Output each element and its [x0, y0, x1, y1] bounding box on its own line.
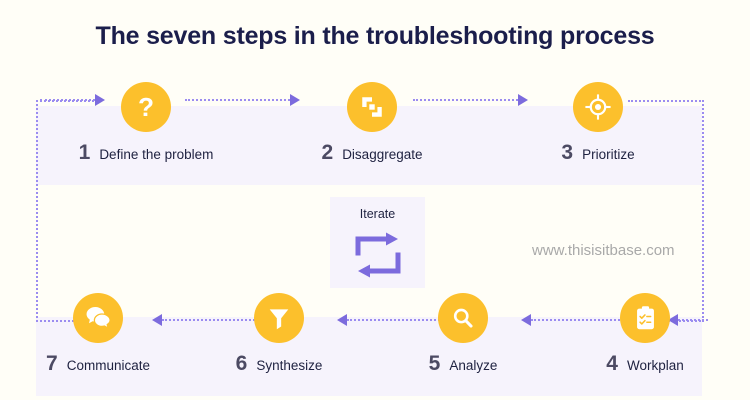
step-5-icon-circle	[438, 293, 488, 343]
step-node-4[interactable]: 4 Workplan	[585, 293, 705, 374]
step-node-1[interactable]: ? 1 Define the problem	[79, 82, 214, 163]
step-3-number: 3	[561, 141, 574, 164]
step-4-label-row: 4 Workplan	[585, 353, 705, 374]
step-6-number: 6	[235, 352, 248, 375]
step-7-number: 7	[46, 352, 58, 375]
arrowhead-right-icon	[518, 94, 528, 106]
overlapping-squares-icon	[362, 97, 382, 117]
connector-step-5-to-6	[337, 314, 447, 326]
loop-arrows-icon	[355, 232, 400, 278]
connector-step-1-to-2	[185, 94, 300, 106]
question-mark-icon: ?	[138, 92, 154, 122]
flow-path-top-right-segment	[628, 100, 704, 102]
connector-dash	[162, 319, 262, 321]
connector-entry-to-step-4	[668, 314, 708, 326]
connector-dash	[678, 319, 708, 321]
connector-dash	[347, 319, 447, 321]
watermark-text: www.thisisitbase.com	[532, 242, 675, 259]
connector-dash	[40, 99, 95, 101]
magnifier-icon	[453, 308, 473, 328]
step-1-number: 1	[78, 141, 91, 164]
step-7-label: Communicate	[66, 358, 150, 373]
step-3-label-row: 3 Prioritize	[538, 142, 658, 163]
step-5-label: Analyze	[449, 358, 498, 373]
iterate-icon-wrapper	[350, 231, 406, 286]
arrowhead-left-icon	[337, 314, 347, 326]
clipboard-checklist-icon	[636, 305, 654, 329]
step-1-icon-circle: ?	[121, 82, 171, 132]
step-2-label-row: 2 Disaggregate	[312, 142, 432, 163]
svg-text:?: ?	[138, 92, 154, 122]
step-2-icon-circle	[347, 82, 397, 132]
step-node-7[interactable]: 7 Communicate	[38, 293, 158, 374]
target-crosshair-icon	[585, 94, 611, 120]
iterate-box[interactable]: Iterate	[330, 197, 425, 288]
step-7-label-row: 7 Communicate	[38, 353, 158, 374]
flow-path-right-segment	[702, 100, 704, 322]
speech-bubbles-icon	[86, 307, 111, 330]
flow-path-top-left-segment	[36, 100, 98, 102]
step-1-label: Define the problem	[99, 147, 214, 162]
connector-entry-to-step-1	[40, 94, 105, 106]
step-6-label: Synthesize	[256, 358, 323, 373]
step-2-label: Disaggregate	[342, 147, 423, 162]
flow-path-left-segment	[36, 100, 38, 322]
step-3-icon-circle	[573, 82, 623, 132]
step-node-2[interactable]: 2 Disaggregate	[312, 82, 432, 163]
step-node-3[interactable]: 3 Prioritize	[538, 82, 658, 163]
page-title: The seven steps in the troubleshooting p…	[95, 22, 655, 50]
step-5-label-row: 5 Analyze	[403, 353, 523, 374]
connector-step-6-to-7	[152, 314, 262, 326]
step-node-5[interactable]: 5 Analyze	[403, 293, 523, 374]
connector-step-2-to-3	[413, 94, 528, 106]
bottom-row-band	[36, 317, 702, 396]
arrowhead-left-icon	[521, 314, 531, 326]
flow-path-bottom-right-segment	[668, 320, 704, 322]
step-1-label-row: 1 Define the problem	[79, 142, 214, 163]
iterate-label: Iterate	[359, 207, 396, 221]
arrowhead-left-icon	[152, 314, 162, 326]
arrowhead-right-icon	[290, 94, 300, 106]
step-2-number: 2	[321, 141, 334, 164]
step-7-icon-circle	[73, 293, 123, 343]
connector-dash	[531, 319, 631, 321]
step-4-icon-circle	[620, 293, 670, 343]
step-4-label: Workplan	[626, 358, 684, 373]
arrowhead-left-icon	[668, 314, 678, 326]
connector-step-4-to-5	[521, 314, 631, 326]
step-5-number: 5	[428, 352, 441, 375]
step-6-icon-circle	[254, 293, 304, 343]
step-4-number: 4	[606, 352, 618, 375]
flow-path-bottom-left-segment	[36, 320, 74, 322]
arrowhead-right-icon	[95, 94, 105, 106]
funnel-icon	[269, 309, 289, 330]
step-node-6[interactable]: 6 Synthesize	[219, 293, 339, 374]
step-3-label: Prioritize	[582, 147, 635, 162]
step-6-label-row: 6 Synthesize	[219, 353, 339, 374]
connector-dash	[185, 99, 290, 101]
connector-dash	[413, 99, 518, 101]
